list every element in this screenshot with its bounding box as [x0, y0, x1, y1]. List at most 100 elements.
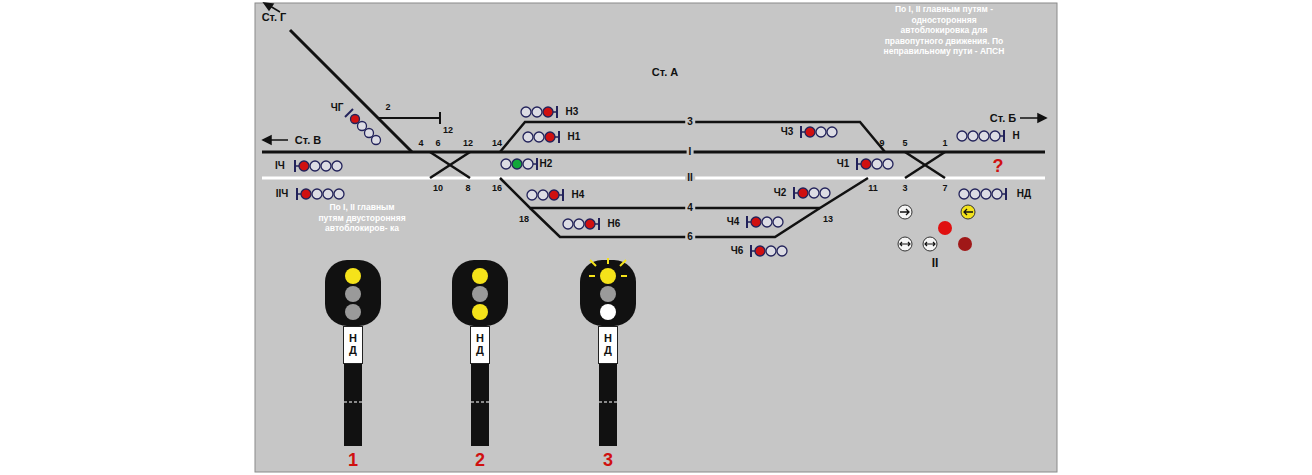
direction-arrows	[263, 3, 1046, 144]
mast-joint	[599, 401, 617, 403]
indicator-lamp	[898, 237, 912, 251]
signal-head	[325, 260, 381, 326]
switch-number: 2	[385, 103, 390, 112]
track-4	[800, 207, 820, 210]
track-number: II	[685, 173, 695, 183]
dead-end-siding	[378, 117, 440, 119]
track-number: I	[687, 147, 694, 157]
signal-lamp	[600, 268, 616, 284]
switch-number: 9	[879, 139, 884, 148]
signal-lamp	[323, 189, 333, 199]
signal-lamp	[777, 246, 787, 256]
switch-number: 3	[902, 184, 907, 193]
signal-name: Ч3	[781, 127, 794, 137]
signal-plate: Н Д	[470, 326, 490, 364]
signal-mast	[344, 360, 362, 446]
track-number: 6	[685, 232, 695, 242]
signal-lamp	[820, 188, 830, 198]
signal-lamp	[827, 127, 837, 137]
switch-number: 10	[433, 184, 443, 193]
signal-lamp	[472, 268, 488, 284]
indicator-lamp	[958, 237, 972, 251]
signal-name: ЧГ	[331, 103, 344, 113]
signal-lamp	[332, 161, 342, 171]
signal-lamp	[600, 286, 616, 302]
switch-number: 11	[868, 184, 878, 193]
crossover	[905, 152, 945, 178]
signal-lamp	[523, 132, 533, 142]
signal-lamp	[521, 107, 531, 117]
station-name: Ст. В	[295, 135, 321, 146]
signal-lamp	[549, 190, 559, 200]
indicator-lamp	[961, 205, 975, 219]
signal-lamp	[970, 189, 980, 199]
signal-name: IЧ	[275, 161, 285, 171]
signal-lamp	[321, 161, 331, 171]
signal-figures	[325, 258, 636, 446]
signal-plate: Н Д	[343, 326, 363, 364]
signal-lamp	[501, 159, 511, 169]
signal-name: Ч1	[837, 159, 850, 169]
indicator-lamp	[898, 205, 912, 219]
signal-lamp	[534, 132, 544, 142]
signal-lamp	[545, 132, 555, 142]
switch-number: 16	[492, 184, 502, 193]
track-6	[530, 178, 868, 237]
route-indicator	[898, 205, 975, 251]
signal-lamp	[372, 136, 381, 145]
signal-lamp	[762, 217, 772, 227]
signal-lamp	[345, 304, 361, 320]
plate-text: Н Д	[476, 332, 484, 356]
signal-lamp	[798, 188, 808, 198]
question-mark: ?	[993, 157, 1004, 175]
signal-lamp	[334, 189, 344, 199]
signal-name: IIЧ	[276, 189, 289, 199]
signal-lamp	[861, 159, 871, 169]
signal-name: Н1	[568, 132, 581, 142]
plate-text: Н Д	[604, 332, 612, 356]
track-signals	[295, 106, 1006, 257]
signal-lamp	[472, 304, 488, 320]
signal-lamp	[358, 122, 367, 131]
signal-name: Н	[1012, 131, 1019, 141]
signal-lamp	[351, 115, 360, 124]
signal-name: Ч2	[774, 188, 787, 198]
tracks	[262, 30, 1045, 237]
station-name: Ст. Г	[262, 12, 287, 23]
signal-lamp	[345, 286, 361, 302]
indicator-lamp	[923, 237, 937, 251]
switch-number: 6	[435, 139, 440, 148]
note: По I, II главным путям двусторонняя авто…	[316, 202, 408, 234]
callout-number: 3	[603, 451, 613, 469]
signal-lamp	[957, 131, 967, 141]
signal-lamp	[512, 159, 522, 169]
track-number: 4	[685, 203, 695, 213]
signal-head	[580, 260, 636, 326]
signal-lamp	[345, 268, 361, 284]
signal-lamp	[563, 219, 573, 229]
arrow-symbol	[900, 209, 909, 215]
signal-lamp	[773, 217, 783, 227]
signal-name: Н3	[566, 107, 579, 117]
panel	[255, 3, 1057, 472]
switch-number: 12	[463, 139, 473, 148]
callout-number: 2	[475, 451, 485, 469]
indicator-name: II	[932, 257, 939, 269]
station-name: Ст. Б	[990, 113, 1016, 124]
signal-lamp	[301, 189, 311, 199]
signal-plate: Н Д	[598, 326, 618, 364]
plate-text: Н Д	[349, 332, 357, 356]
signal-lamp	[532, 107, 542, 117]
arrow-head	[1038, 114, 1046, 122]
flash-rays	[589, 258, 627, 276]
signal-name: НД	[1017, 189, 1031, 199]
track-4	[500, 178, 800, 208]
signal-lamp	[809, 188, 819, 198]
signal-lamp	[472, 286, 488, 302]
signal-mast	[471, 360, 489, 446]
track-number: 3	[685, 117, 695, 127]
signal-name: Н4	[572, 190, 585, 200]
signal-head	[452, 260, 508, 326]
station-name: Ст. А	[652, 67, 678, 78]
